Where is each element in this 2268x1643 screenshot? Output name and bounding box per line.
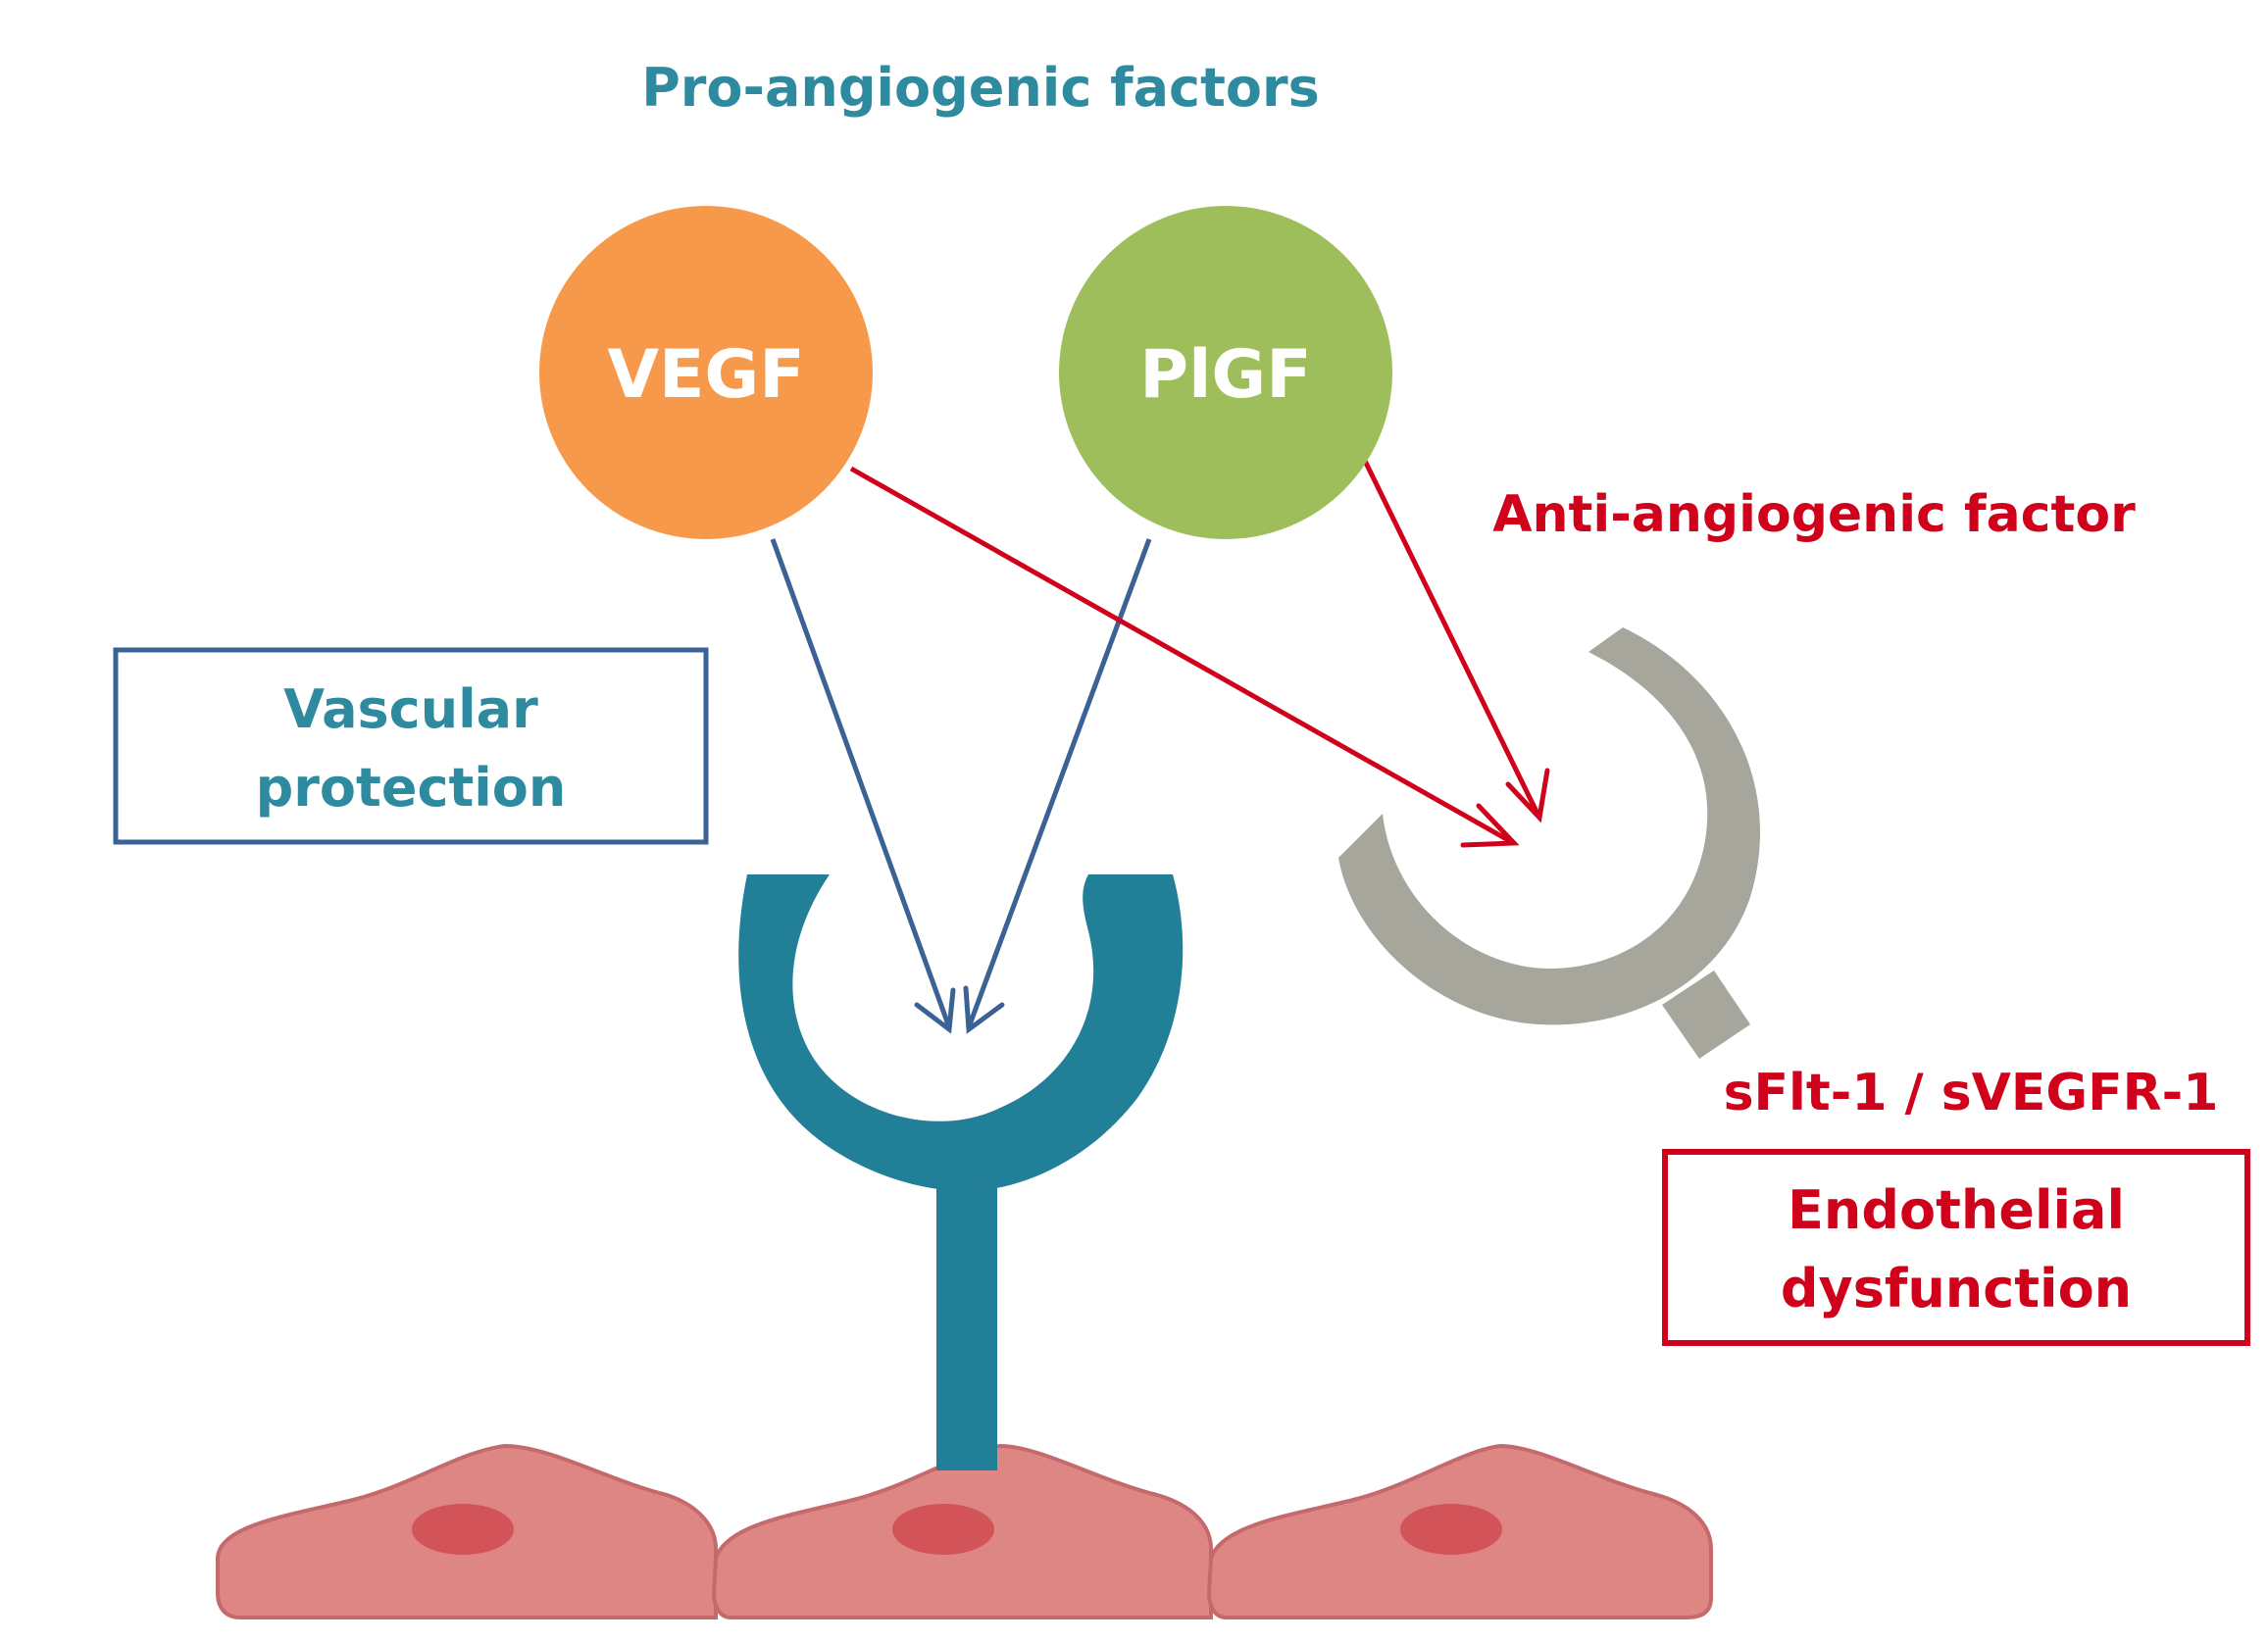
vascular-protection-box: Vascular protection — [113, 647, 709, 845]
arrowhead-plgf-to-sflt1 — [1505, 768, 1550, 823]
vegf-label: VEGF — [607, 336, 804, 414]
pro-angiogenic-title: Pro-angiogenic factors — [641, 57, 1320, 119]
arrow-vegf-to-sflt1 — [849, 466, 1512, 844]
soluble-receptor-cup — [1338, 627, 1761, 1025]
nucleus-2 — [892, 1504, 994, 1555]
endothelial-dysfunction-line2: dysfunction — [1781, 1258, 2132, 1319]
receptor-stem — [936, 1176, 997, 1470]
endothelial-dysfunction-line1: Endothelial — [1788, 1179, 2125, 1241]
receptor-cup — [738, 874, 1184, 1191]
membrane-receptor — [738, 874, 1184, 1470]
soluble-receptor-stem — [1662, 971, 1750, 1059]
vegf-factor: VEGF — [539, 206, 873, 539]
vegf-circle — [539, 206, 873, 539]
vascular-protection-line1: Vascular — [283, 678, 538, 740]
soluble-receptor-sflt1 — [1338, 627, 1761, 1059]
plgf-circle — [1059, 206, 1392, 539]
endothelial-cell-layer — [216, 1443, 1713, 1619]
plgf-factor: PlGF — [1059, 206, 1392, 539]
sflt1-label: sFlt-1 / sVEGFR-1 — [1724, 1064, 2219, 1122]
arrowhead-vegf-to-sflt1 — [1460, 803, 1520, 848]
nucleus-1 — [412, 1504, 514, 1555]
endothelial-dysfunction-box: Endothelial dysfunction — [1662, 1149, 2250, 1346]
arrowhead-plgf-to-receptor — [963, 985, 1005, 1034]
arrowhead-vegf-to-receptor — [914, 987, 956, 1034]
vascular-protection-line2: protection — [256, 757, 567, 819]
arrow-vegf-to-receptor — [770, 538, 952, 1028]
binding-arrows-soluble — [849, 459, 1550, 848]
vascular-protection-border — [113, 647, 709, 845]
anti-angiogenic-label: Anti-angiogenic factor — [1492, 485, 2136, 544]
nucleus-3 — [1400, 1504, 1502, 1555]
plgf-label: PlGF — [1139, 336, 1311, 414]
arrow-plgf-to-sflt1 — [1362, 459, 1540, 816]
endothelial-dysfunction-border — [1662, 1149, 2250, 1346]
